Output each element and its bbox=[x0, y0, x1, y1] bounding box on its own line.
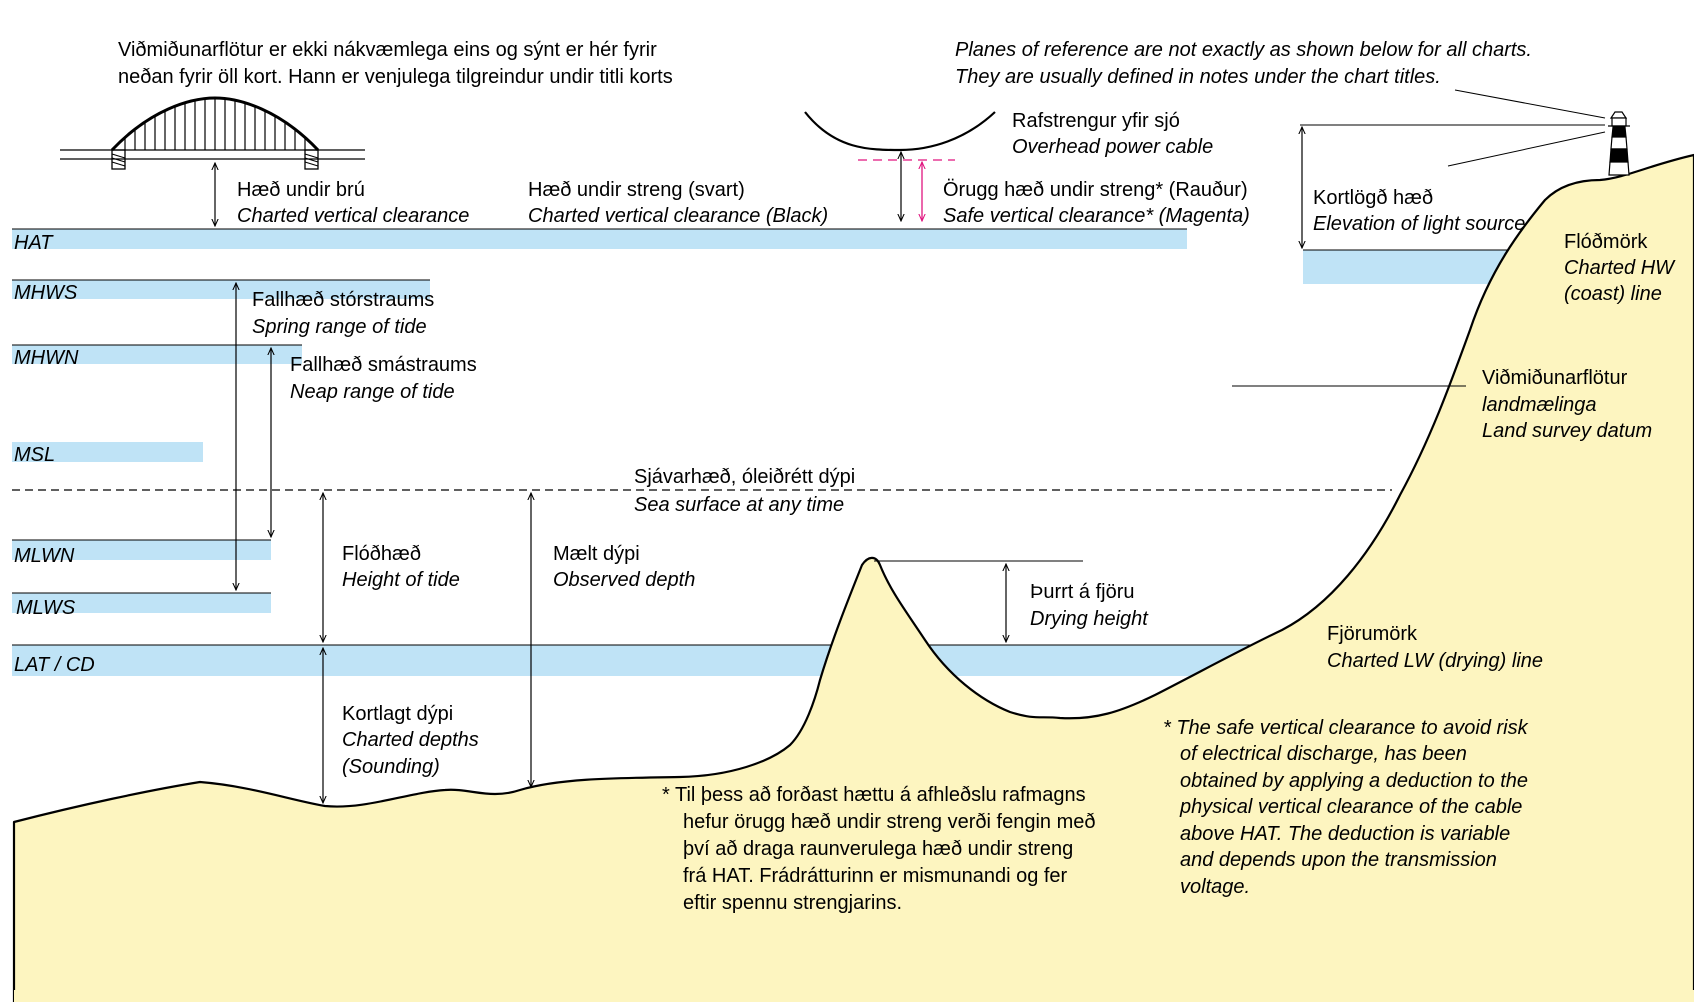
bridge-illustration bbox=[60, 96, 365, 170]
observed-label-is: Mælt dýpi bbox=[553, 543, 640, 565]
footnote-en-line: of electrical discharge, has been bbox=[1180, 743, 1467, 765]
power-cable bbox=[804, 111, 996, 152]
footnote-is: * Til þess að forðast hættu á afhleðslu … bbox=[662, 784, 1095, 914]
charted-label-is: Kortlagt dýpi bbox=[342, 703, 453, 725]
drying-label-en: Drying height bbox=[1030, 608, 1149, 630]
observed-label-en: Observed depth bbox=[553, 569, 695, 591]
footnote-is-line: eftir spennu strengjarins. bbox=[683, 892, 902, 914]
sea-label-en: Sea surface at any time bbox=[634, 494, 844, 516]
level-mhws: MHWS bbox=[14, 282, 78, 304]
header-en-line2: They are usually defined in notes under … bbox=[955, 66, 1441, 88]
neap-label-en: Neap range of tide bbox=[290, 381, 455, 403]
hw-label-en2: (coast) line bbox=[1564, 283, 1662, 305]
hw-label-is: Flóðmörk bbox=[1564, 231, 1648, 253]
survey-label-is1: Viðmiðunarflötur bbox=[1482, 367, 1628, 389]
footnote-en-line: above HAT. The deduction is variable bbox=[1180, 823, 1510, 845]
mhws-band bbox=[12, 280, 430, 299]
footnote-en-line: obtained by applying a deduction to the bbox=[1180, 770, 1528, 792]
footnote-is-line: því að draga raunverulega hæð undir stre… bbox=[683, 838, 1073, 860]
header-is-line2: neðan fyrir öll kort. Hann er venjulega … bbox=[118, 66, 673, 88]
survey-label-is2: landmælinga bbox=[1482, 394, 1597, 416]
footnote-is-line: hefur örugg hæð undir streng verði fengi… bbox=[683, 811, 1095, 833]
water-bands bbox=[12, 228, 1543, 676]
cable-black-label-en: Charted vertical clearance (Black) bbox=[528, 205, 828, 227]
bridge-label-en: Charted vertical clearance bbox=[237, 205, 469, 227]
footnote-en-line: voltage. bbox=[1180, 876, 1250, 898]
dimension-arrows bbox=[215, 127, 1302, 803]
lighthouse-icon bbox=[1608, 111, 1630, 176]
footnote-en: * The safe vertical clearance to avoid r… bbox=[1163, 717, 1529, 898]
survey-label-en: Land survey datum bbox=[1482, 420, 1652, 442]
spring-label-en: Spring range of tide bbox=[252, 316, 427, 338]
lat-band bbox=[12, 645, 1282, 676]
safe-clearance-label-is: Örugg hæð undir streng* (Rauður) bbox=[943, 179, 1248, 201]
seabed-land bbox=[12, 153, 1694, 1002]
header-is-line1: Viðmiðunarflötur er ekki nákvæmlega eins… bbox=[118, 39, 657, 61]
footnote-is-line: * Til þess að forðast hættu á afhleðslu … bbox=[662, 784, 1086, 806]
cable-black-label-is: Hæð undir streng (svart) bbox=[528, 179, 745, 201]
charted-label-en2: (Sounding) bbox=[342, 756, 440, 778]
tide-label-is: Flóðhæð bbox=[342, 543, 421, 565]
light-label-en: Elevation of light source bbox=[1313, 213, 1525, 235]
hat-band bbox=[12, 229, 1187, 249]
level-hat: HAT bbox=[14, 232, 54, 254]
level-mhwn: MHWN bbox=[14, 347, 79, 369]
drying-label-is: Þurrt á fjöru bbox=[1030, 581, 1134, 603]
sea-label-is: Sjávarhæð, óleiðrétt dýpi bbox=[634, 466, 855, 488]
land-bottom-fill bbox=[14, 990, 1694, 1002]
mhwn-band bbox=[12, 345, 302, 364]
spring-label-is: Fallhæð stórstraums bbox=[252, 289, 434, 311]
lw-label-en: Charted LW (drying) line bbox=[1327, 650, 1543, 672]
header-en-line1: Planes of reference are not exactly as s… bbox=[955, 39, 1532, 61]
light-label-is: Kortlögð hæð bbox=[1313, 187, 1433, 209]
level-msl: MSL bbox=[14, 444, 55, 466]
bridge-label-is: Hæð undir brú bbox=[237, 179, 365, 201]
footnote-en-line: physical vertical clearance of the cable bbox=[1179, 796, 1522, 818]
footnote-is-line: frá HAT. Frádrátturinn er mismunandi og … bbox=[683, 865, 1068, 887]
mlwn-band bbox=[12, 540, 271, 560]
footnote-en-line: * The safe vertical clearance to avoid r… bbox=[1163, 717, 1529, 739]
level-mlws: MLWS bbox=[16, 597, 76, 619]
lw-label-is: Fjörumörk bbox=[1327, 623, 1418, 645]
neap-label-is: Fallhæð smástraums bbox=[290, 354, 477, 376]
hw-label-en1: Charted HW bbox=[1564, 257, 1676, 279]
charted-label-en1: Charted depths bbox=[342, 729, 479, 751]
power-cable-label-en: Overhead power cable bbox=[1012, 136, 1213, 158]
level-lat: LAT / CD bbox=[14, 654, 95, 676]
mlws-band bbox=[12, 593, 271, 613]
level-mlwn: MLWN bbox=[14, 545, 75, 567]
power-cable-label-is: Rafstrengur yfir sjó bbox=[1012, 110, 1180, 132]
footnote-en-line: and depends upon the transmission bbox=[1180, 849, 1497, 871]
safe-clearance-label-en: Safe vertical clearance* (Magenta) bbox=[943, 205, 1250, 227]
msl-band bbox=[12, 442, 203, 462]
tide-label-en: Height of tide bbox=[342, 569, 460, 591]
